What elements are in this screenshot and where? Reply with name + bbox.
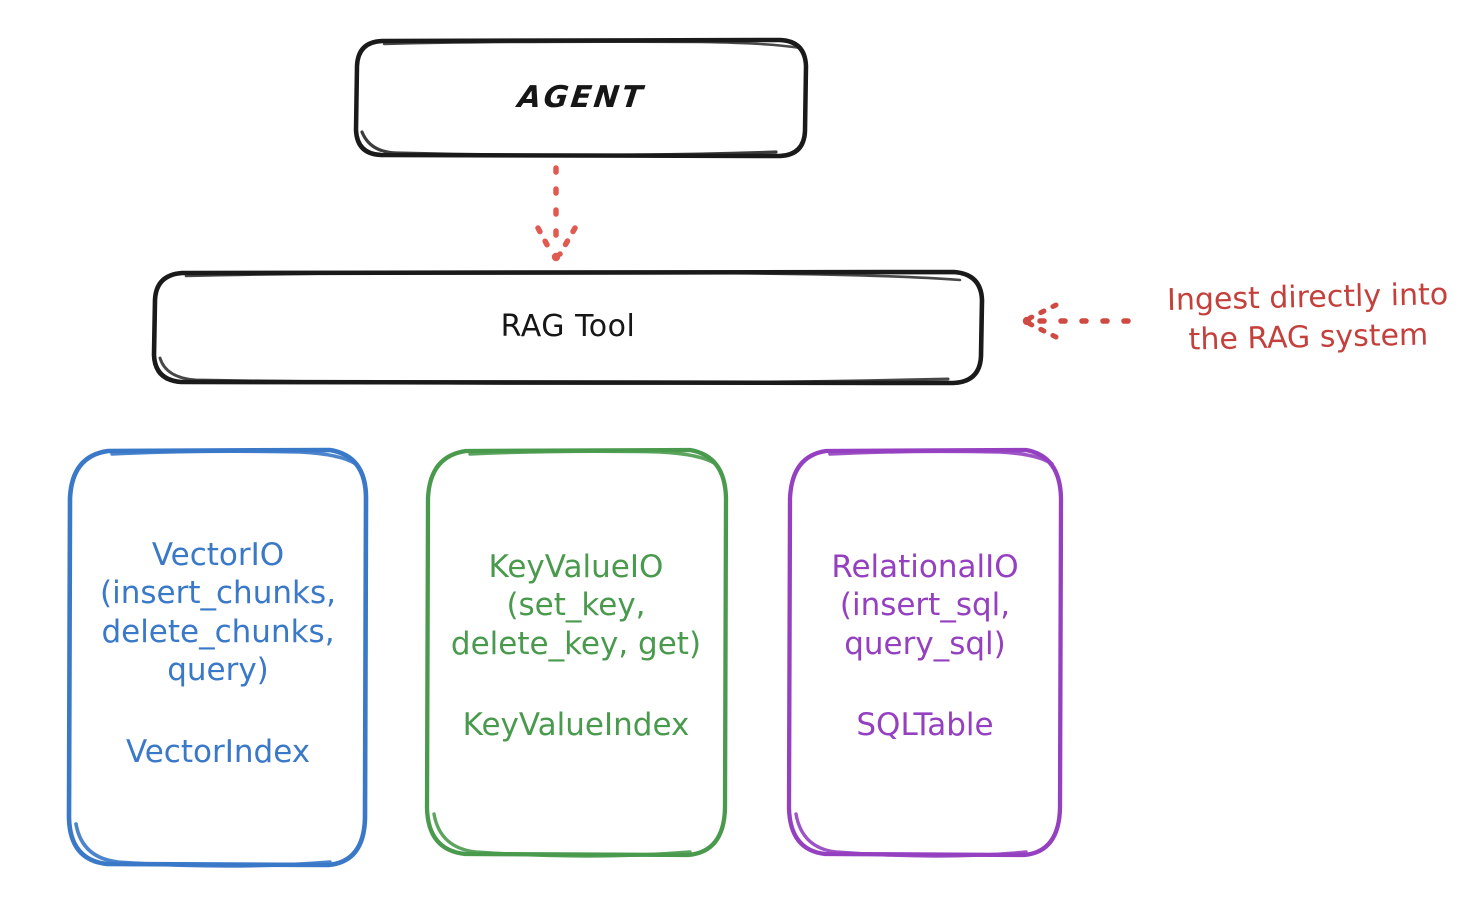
rag-tool-box-outline — [151, 269, 985, 386]
connector-ingest-into-rag — [1022, 302, 1145, 340]
node-relational-io[interactable]: RelationalIO (insert_sql, query_sql) SQL… — [788, 448, 1062, 858]
key-value-io-api-label: KeyValueIO (set_key, delete_key, get) — [450, 549, 702, 662]
relational-io-api-label: RelationalIO (insert_sql, query_sql) — [831, 549, 1019, 662]
key-value-io-box-outline — [424, 447, 729, 858]
node-key-value-io[interactable]: KeyValueIO (set_key, delete_key, get) Ke… — [426, 448, 726, 858]
vector-index-label: VectorIndex — [125, 733, 311, 770]
vector-io-box-outline — [66, 447, 369, 868]
sql-table-label: SQLTable — [856, 707, 994, 744]
agent-label: AGENT — [515, 79, 647, 115]
node-rag-tool[interactable]: RAG Tool — [153, 270, 983, 385]
annotation-ingest-directly: Ingest directly into the RAG system — [1166, 277, 1449, 358]
key-value-index-label: KeyValueIndex — [462, 707, 690, 744]
node-agent[interactable]: AGENT — [355, 38, 807, 158]
rag-tool-label: RAG Tool — [500, 309, 636, 345]
node-vector-io[interactable]: VectorIO (insert_chunks, delete_chunks, … — [68, 448, 368, 868]
agent-box-outline — [353, 37, 809, 159]
vector-io-api-label: VectorIO (insert_chunks, delete_chunks, … — [100, 537, 336, 689]
connector-agent-to-rag-tool — [535, 165, 578, 262]
relational-io-box-outline — [786, 447, 1064, 858]
